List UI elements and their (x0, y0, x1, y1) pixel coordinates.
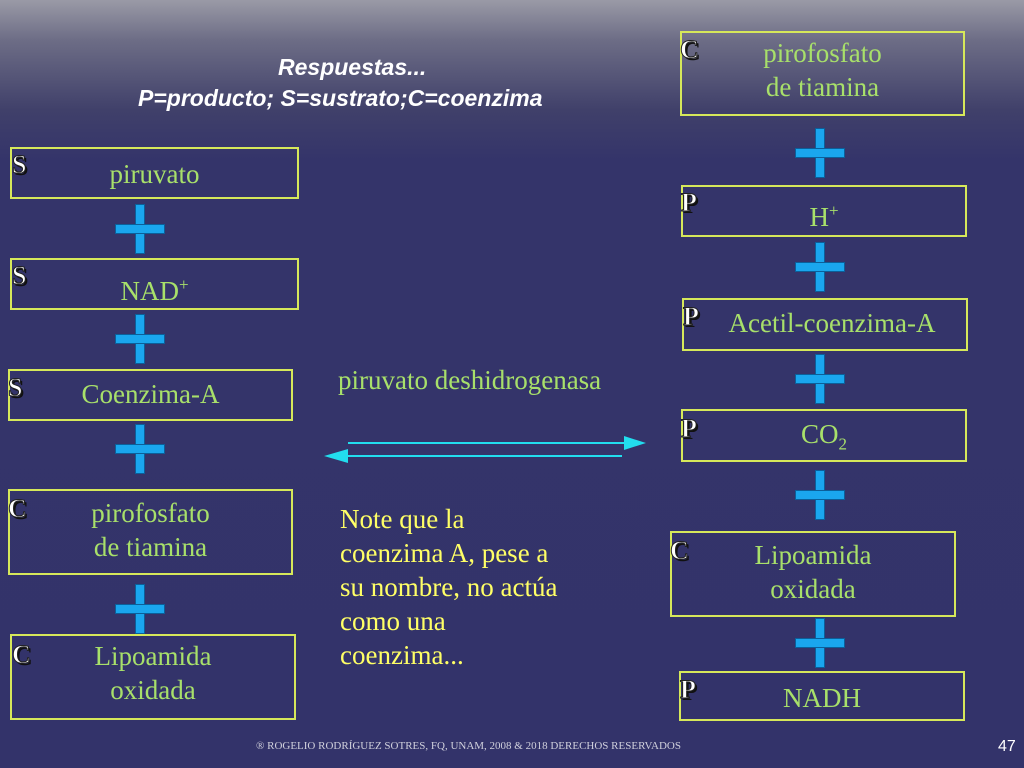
role-letter: S (7, 373, 23, 402)
plus-icon (795, 618, 845, 668)
plus-icon (795, 242, 845, 292)
enzyme-label: piruvato deshidrogenasa (338, 365, 602, 395)
box-label: pirofosfato de tiamina (763, 38, 882, 102)
box-label: Coenzima-A (81, 379, 220, 409)
right-box-product-co2: CO2 (681, 409, 967, 462)
right-box-product-h: H+ (681, 185, 967, 237)
plus-icon (795, 354, 845, 404)
right-box-product-nadh: NADH (679, 671, 965, 721)
header-line-1: Respuestas... (278, 54, 427, 80)
role-letter: C (680, 35, 700, 64)
role-letter: C (8, 494, 28, 523)
box-label: piruvato (109, 159, 200, 189)
box-label: NADH (783, 683, 861, 713)
right-box-coenzyme-lipoamida: Lipoamida oxidada (670, 531, 956, 617)
role-letter: C (12, 640, 32, 669)
role-letter: P (681, 414, 698, 443)
left-box-substrate-nad: NAD+ (10, 258, 299, 310)
right-box-coenzyme-pirofosfato: pirofosfato de tiamina (680, 31, 965, 116)
left-box-substrate-coenzima-a: Coenzima-A (8, 369, 293, 421)
left-box-coenzyme-pirofosfato: pirofosfato de tiamina (8, 489, 293, 575)
box-label: Lipoamida oxidada (754, 540, 872, 604)
role-letter: S (11, 150, 27, 179)
plus-icon (115, 584, 165, 634)
note-text: Note que la coenzima A, pese a su nombre… (340, 504, 558, 670)
right-box-product-acetil-coa: Acetil-coenzima-A (682, 298, 968, 351)
left-box-substrate-piruvato: piruvato (10, 147, 299, 199)
box-label-with-sup: H+ (683, 194, 965, 234)
subscript: 2 (838, 434, 848, 454)
box-label: Acetil-coenzima-A (728, 308, 936, 338)
superscript: + (178, 275, 189, 294)
box-label: H (809, 202, 829, 232)
plus-icon (115, 314, 165, 364)
plus-icon (115, 424, 165, 474)
equilibrium-arrow-icon (324, 436, 646, 463)
box-label: Lipoamida oxidada (94, 641, 212, 705)
plus-icon (795, 128, 845, 178)
role-letter: P (681, 188, 698, 217)
left-box-coenzyme-lipoamida: Lipoamida oxidada (10, 634, 296, 720)
plus-icon (115, 204, 165, 254)
plus-icon (795, 470, 845, 520)
box-label: pirofosfato de tiamina (91, 498, 210, 562)
slide-number: 47 (998, 738, 1016, 755)
box-label-with-sub: CO2 (683, 417, 965, 461)
box-label-with-sup: NAD+ (12, 268, 297, 308)
role-letter: P (680, 675, 697, 704)
role-letter: C (670, 536, 690, 565)
role-letter: S (11, 261, 27, 290)
copyright-footer: ® ROGELIO RODRÍGUEZ SOTRES, FQ, UNAM, 20… (256, 740, 681, 752)
box-label: CO (800, 419, 839, 449)
superscript: + (828, 201, 839, 220)
box-label: NAD (120, 276, 179, 306)
role-letter: P (683, 302, 700, 331)
header-line-2: P=producto; S=sustrato;C=coenzima (138, 85, 543, 111)
